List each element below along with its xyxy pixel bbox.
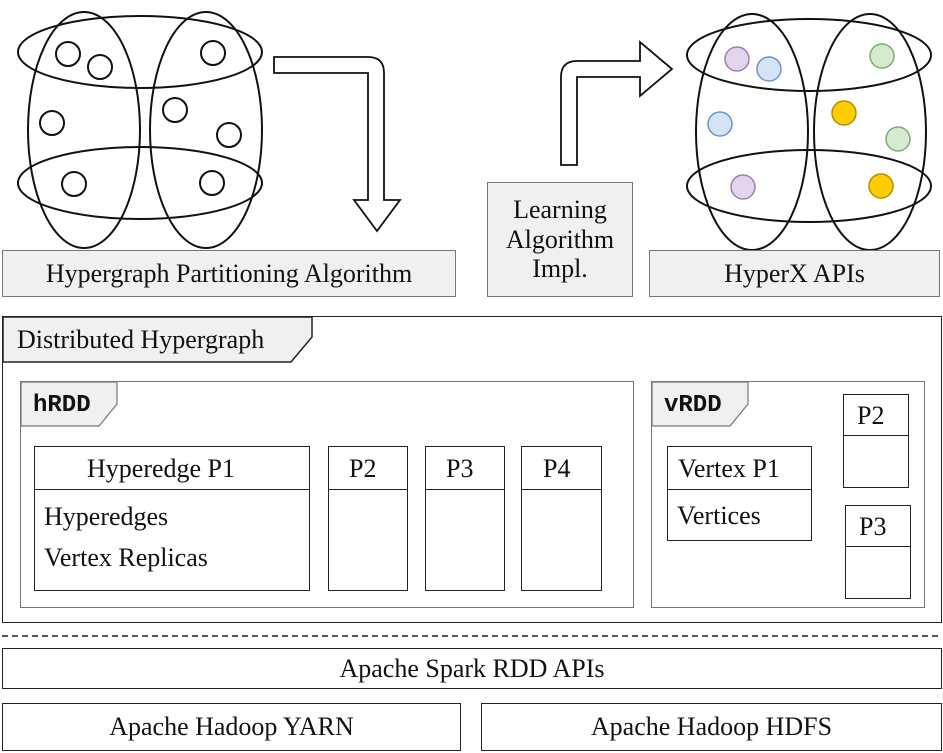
learning-algorithm-text: Learning Algorithm Impl. (505, 194, 615, 284)
hyperedge-p1-title: Hyperedge P1 (87, 454, 236, 483)
vertex-replicas-text: Vertex Replicas (44, 543, 208, 572)
vertex-blue (756, 56, 782, 82)
hadoop-yarn-box: Apache Hadoop YARN (2, 703, 461, 751)
hrdd-partition-p4-label: P4 (543, 454, 571, 483)
vertex (162, 97, 188, 123)
distributed-hypergraph-container (2, 316, 942, 623)
hrdd-partition-p2-label: P2 (349, 454, 377, 483)
vertex (39, 110, 65, 136)
distributed-tab-shape (2, 316, 313, 363)
left-hypergraph (17, 11, 263, 249)
vertex-blue (707, 111, 733, 137)
hadoop-hdfs-box: Apache Hadoop HDFS (481, 703, 942, 751)
hrdd-partition-p3-label: P3 (446, 454, 474, 483)
vrdd-region (651, 381, 925, 608)
vertex-purple (724, 46, 750, 72)
learning-algorithm-box: Learning Algorithm Impl. (487, 182, 633, 297)
vertex (199, 170, 225, 196)
hyperedge-ellipse (17, 146, 263, 220)
hyperedge-ellipse (686, 149, 932, 223)
hyperedge-ellipse (17, 15, 263, 89)
vertex-yellow (868, 173, 894, 199)
hyperx-apis-text: HyperX APIs (724, 258, 865, 288)
hadoop-yarn-text: Apache Hadoop YARN (109, 712, 354, 742)
hrdd-title: hRDD (33, 392, 91, 419)
vrdd-title: vRDD (664, 392, 722, 419)
distributed-hypergraph-title: Distributed Hypergraph (17, 325, 265, 354)
hrdd-tab-shape (20, 381, 118, 427)
vertex-purple (730, 174, 756, 200)
hyperedge-ellipse (813, 13, 927, 251)
hyperedge-ellipse (27, 11, 141, 249)
partitioning-algorithm-text: Hypergraph Partitioning Algorithm (45, 258, 413, 288)
right-hypergraph (686, 13, 932, 251)
vertex (87, 54, 113, 80)
arrow-up-right (560, 40, 674, 166)
hyperedge-ellipse (686, 18, 932, 92)
spark-rdd-apis-box: Apache Spark RDD APIs (2, 648, 942, 689)
vertex (61, 171, 87, 197)
vrdd-partition-p3-header (845, 505, 911, 547)
vertex-p1-header (667, 446, 812, 490)
hyperedge-ellipse (149, 11, 263, 249)
hrdd-region (20, 381, 634, 608)
vrdd-partition-p2-label: P2 (857, 401, 885, 430)
arrow-right-down (273, 56, 402, 233)
hyperedge-p1-header (34, 446, 310, 490)
vertex (200, 40, 226, 66)
vrdd-tab-shape (651, 381, 749, 427)
vertex (216, 122, 242, 148)
vertex-yellow (831, 100, 857, 126)
hyperx-apis-label: HyperX APIs (649, 250, 940, 297)
vertex-p1-title: Vertex P1 (678, 454, 780, 483)
hrdd-partition-p4-header (521, 446, 602, 490)
spark-rdd-apis-text: Apache Spark RDD APIs (339, 653, 605, 683)
vrdd-partition-p2-header (843, 394, 909, 436)
vrdd-partition-p3-label: P3 (859, 512, 887, 541)
hadoop-hdfs-text: Apache Hadoop HDFS (590, 712, 833, 742)
hrdd-partition-p3-header (425, 446, 505, 490)
vertex-green (885, 126, 911, 152)
vertices-text: Vertices (677, 501, 761, 530)
vertex-green (869, 43, 895, 69)
vertex (55, 41, 81, 67)
hrdd-partition-p2-header (328, 446, 408, 490)
partitioning-algorithm-label: Hypergraph Partitioning Algorithm (2, 250, 456, 297)
hyperedges-text: Hyperedges (44, 502, 169, 531)
